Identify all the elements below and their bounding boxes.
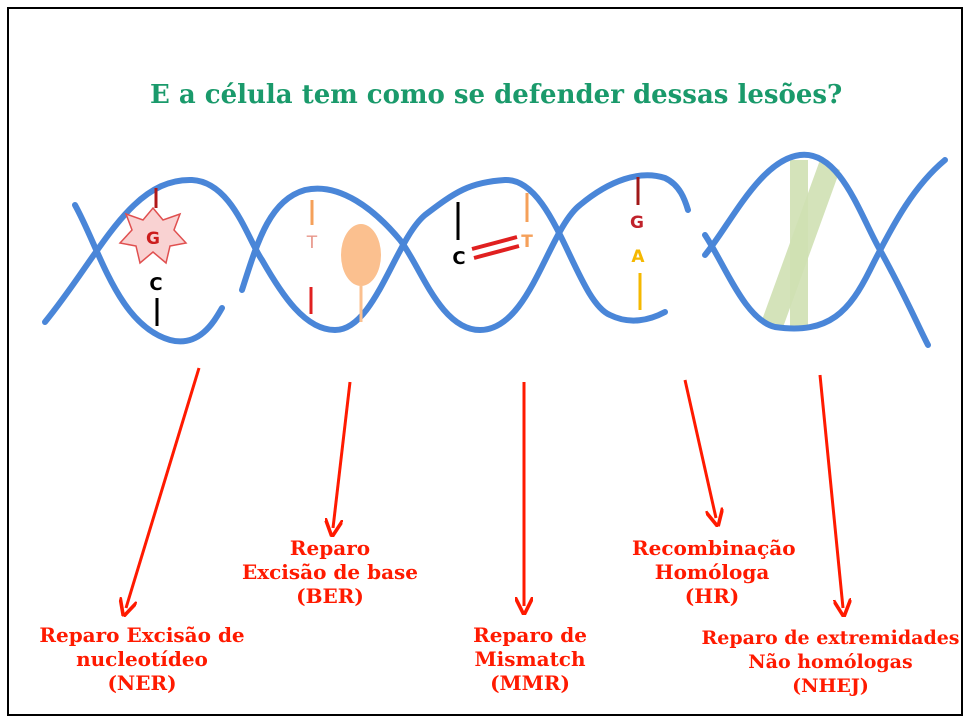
- label-ber-line-3: (BER): [296, 584, 364, 608]
- dna-strand-b: [72, 202, 225, 345]
- arrow-nhej: [818, 374, 843, 608]
- label-hr: Recombinação Homóloga (HR): [632, 536, 796, 608]
- ber-lesion: T: [306, 200, 381, 322]
- dna-strand-a-tail: [702, 157, 948, 332]
- label-hr-line-3: (HR): [684, 584, 740, 608]
- slide-title: E a célula tem como se defender dessas l…: [150, 80, 843, 110]
- hr-base-g: G: [630, 213, 644, 233]
- label-ber-line-1: Reparo: [289, 536, 371, 560]
- hr-base-a: A: [631, 247, 645, 267]
- arrow-ber: [333, 381, 352, 528]
- mismatch-bond-2: [473, 244, 520, 260]
- label-ber-line-2: Excisão de base: [241, 560, 419, 584]
- mmr-base-c: C: [452, 248, 465, 269]
- label-mmr-line-1: Reparo de: [473, 623, 587, 647]
- label-ner-line-1: Reparo Excisão de: [39, 623, 245, 647]
- hr-band-diagonal: [762, 160, 840, 330]
- label-nhej-line-2: Não homólogas: [748, 651, 913, 673]
- label-nhej: Reparo de extremidades Não homólogas (NH…: [698, 626, 963, 698]
- mmr-mismatch: C T: [452, 193, 533, 269]
- label-ner-line-3: (NER): [107, 671, 177, 695]
- lesion-star-icon: [118, 206, 188, 265]
- ner-base-c: C: [149, 274, 162, 295]
- label-mmr: Reparo de Mismatch (MMR): [455, 623, 605, 695]
- label-nhej-line-3: (NHEJ): [792, 675, 869, 697]
- label-hr-line-1: Recombinação: [632, 536, 796, 560]
- arrow-ner: [126, 367, 201, 608]
- arrow-hr: [683, 379, 716, 518]
- label-nhej-line-1: Reparo de extremidades: [701, 627, 960, 649]
- label-ber: Reparo Excisão de base (BER): [225, 536, 435, 608]
- ber-base-t: T: [306, 233, 318, 253]
- hr-bases: G A: [630, 177, 645, 310]
- glycosylase-icon: [341, 224, 381, 286]
- dna-strand-b-tail: [702, 151, 931, 348]
- label-mmr-line-2: Mismatch: [474, 647, 586, 671]
- label-ner: Reparo Excisão de nucleotídeo (NER): [22, 623, 262, 695]
- mismatch-bond-1: [471, 235, 518, 251]
- slide-frame: [7, 7, 963, 716]
- label-hr-line-2: Homóloga: [654, 560, 770, 584]
- hr-crossover-bands: [762, 160, 840, 330]
- mmr-base-t: T: [521, 232, 533, 252]
- label-mmr-line-3: (MMR): [490, 671, 570, 695]
- ner-base-g: G: [146, 229, 160, 249]
- label-ner-line-2: nucleotídeo: [76, 647, 208, 671]
- ner-lesion: G C: [118, 188, 188, 326]
- dna-strand-b-mid: [239, 172, 691, 334]
- dna-strand-a: [42, 176, 668, 334]
